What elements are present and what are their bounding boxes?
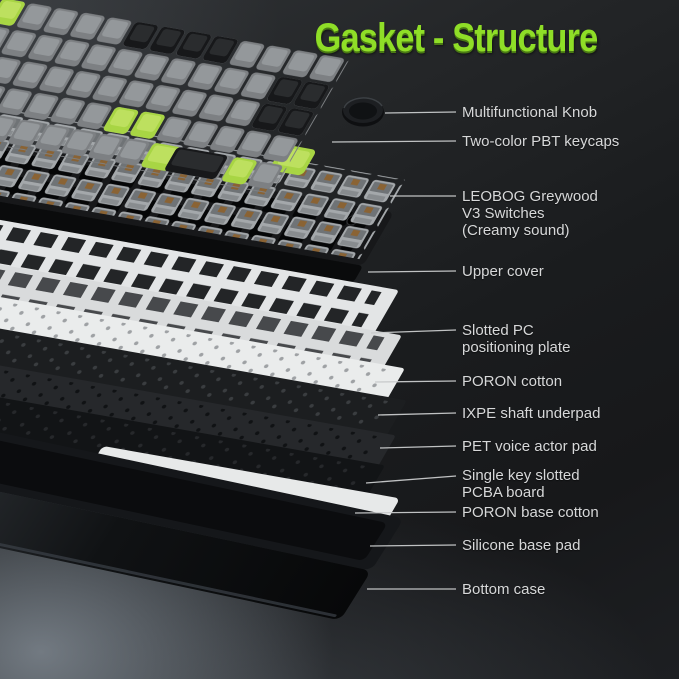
label-text-line: (Creamy sound) [462, 222, 570, 239]
leader-line-silicone [369, 544, 457, 547]
leader-line-keycaps [331, 140, 457, 143]
label-poron-cotton: PORON cotton [462, 373, 562, 390]
black-keycap-tops [129, 24, 325, 173]
leader-lines [331, 111, 457, 590]
label-bottom-case: Bottom case [462, 581, 545, 598]
knob [342, 97, 384, 127]
label-switches: LEOBOG Greywood V3 Switches (Creamy soun… [462, 188, 598, 239]
label-positioning-plate: Slotted PC positioning plate [462, 322, 570, 356]
label-text-line: Multifunctional Knob [462, 104, 598, 121]
label-ixpe-underpad: IXPE shaft underpad [462, 405, 600, 422]
label-text-line: PORON base cotton [462, 504, 599, 521]
leader-line-upper-cover [367, 270, 457, 273]
green-keycap-tops [0, 0, 253, 178]
keycaps-layer [0, 0, 350, 194]
label-text-line: PET voice actor pad [462, 438, 597, 455]
label-poron-base: PORON base cotton [462, 504, 599, 521]
leader-line-ixpe [377, 412, 457, 416]
leader-line-pet [379, 445, 457, 449]
bottom-case-layer [0, 423, 401, 619]
label-text-line: Single key slotted [462, 467, 580, 484]
label-text-line: IXPE shaft underpad [462, 405, 601, 422]
leader-line-plate [370, 329, 457, 334]
label-text-line: positioning plate [462, 339, 571, 356]
label-text-line: Bottom case [462, 581, 546, 598]
leader-line-poron-cotton [374, 380, 457, 383]
label-upper-cover: Upper cover [462, 263, 544, 280]
leader-line-knob [384, 111, 457, 114]
label-text-line: Two-color PBT keycaps [462, 133, 620, 150]
label-text-line: LEOBOG Greywood [462, 188, 598, 205]
label-pbt-keycaps: Two-color PBT keycaps [462, 133, 619, 150]
page-title: Gasket - Structure [314, 16, 599, 60]
label-text-line: PCBA board [462, 484, 545, 501]
leader-line-pcba [365, 475, 457, 484]
label-text-line: V3 Switches [462, 205, 545, 222]
label-text-line: PORON cotton [462, 373, 563, 390]
label-text-line: Upper cover [462, 263, 544, 280]
label-silicone-pad: Silicone base pad [462, 537, 580, 554]
label-text-line: Slotted PC [462, 322, 534, 339]
leader-line-poron-base [354, 511, 457, 514]
label-pcba-board: Single key slotted PCBA board [462, 467, 580, 501]
label-multifunctional-knob: Multifunctional Knob [462, 104, 597, 121]
label-text-line: Silicone base pad [462, 537, 581, 554]
label-pet-pad: PET voice actor pad [462, 438, 597, 455]
